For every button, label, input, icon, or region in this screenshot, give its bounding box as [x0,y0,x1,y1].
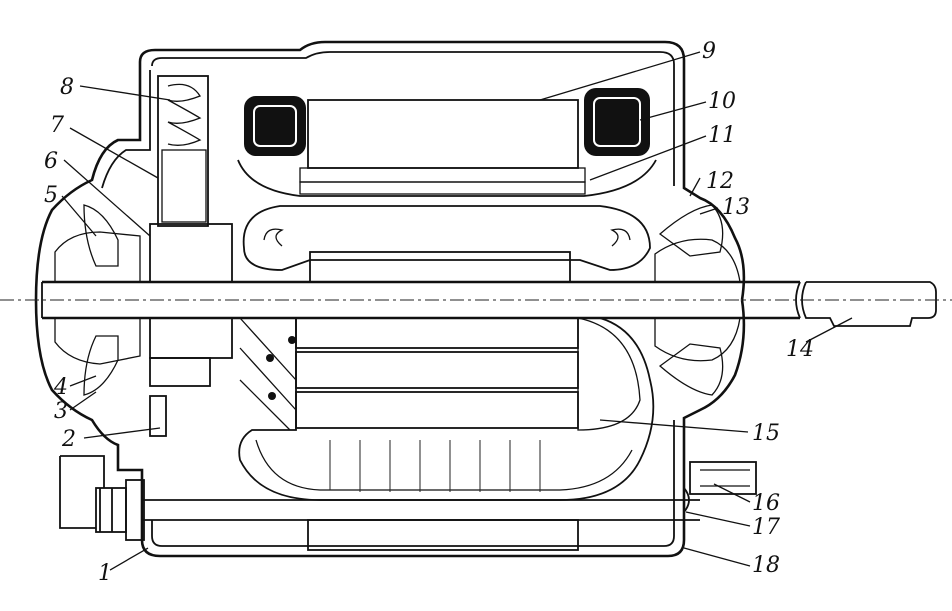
field-coil-right [584,88,650,156]
callout-9: 9 [702,39,716,64]
callout-11: 11 [708,123,736,148]
callout-4: 4 [53,375,68,400]
callout-15: 15 [752,421,780,446]
callout-10: 10 [708,89,736,114]
callout-7: 7 [50,113,64,138]
leader-lines [61,51,853,571]
callout-8: 8 [60,75,74,100]
callout-5: 5 [44,183,58,208]
pole-shoes [237,159,657,271]
callout-6: 6 [44,149,58,174]
commutator [149,223,233,437]
callout-12: 12 [706,169,734,194]
terminal [683,461,757,513]
callout-2: 2 [61,427,76,452]
callout-16: 16 [752,491,780,516]
callout-1: 1 [98,561,112,586]
callout-18: 18 [752,553,780,578]
left-bearing-shield [54,204,141,396]
stator-core-top [299,99,586,195]
field-coil-left [244,96,306,156]
callout-14: 14 [786,337,814,362]
callout-13: 13 [722,195,750,220]
callout-labels: 1 2 3 4 5 6 7 8 9 10 11 12 13 14 15 16 1… [44,39,814,586]
through-bolt [59,455,700,541]
callout-3: 3 [54,399,68,424]
shaft [0,280,952,327]
motor-housing [34,40,746,558]
callout-17: 17 [752,515,780,540]
right-bearing-shield [654,204,741,396]
brush-holder [157,75,209,227]
armature [238,251,655,501]
